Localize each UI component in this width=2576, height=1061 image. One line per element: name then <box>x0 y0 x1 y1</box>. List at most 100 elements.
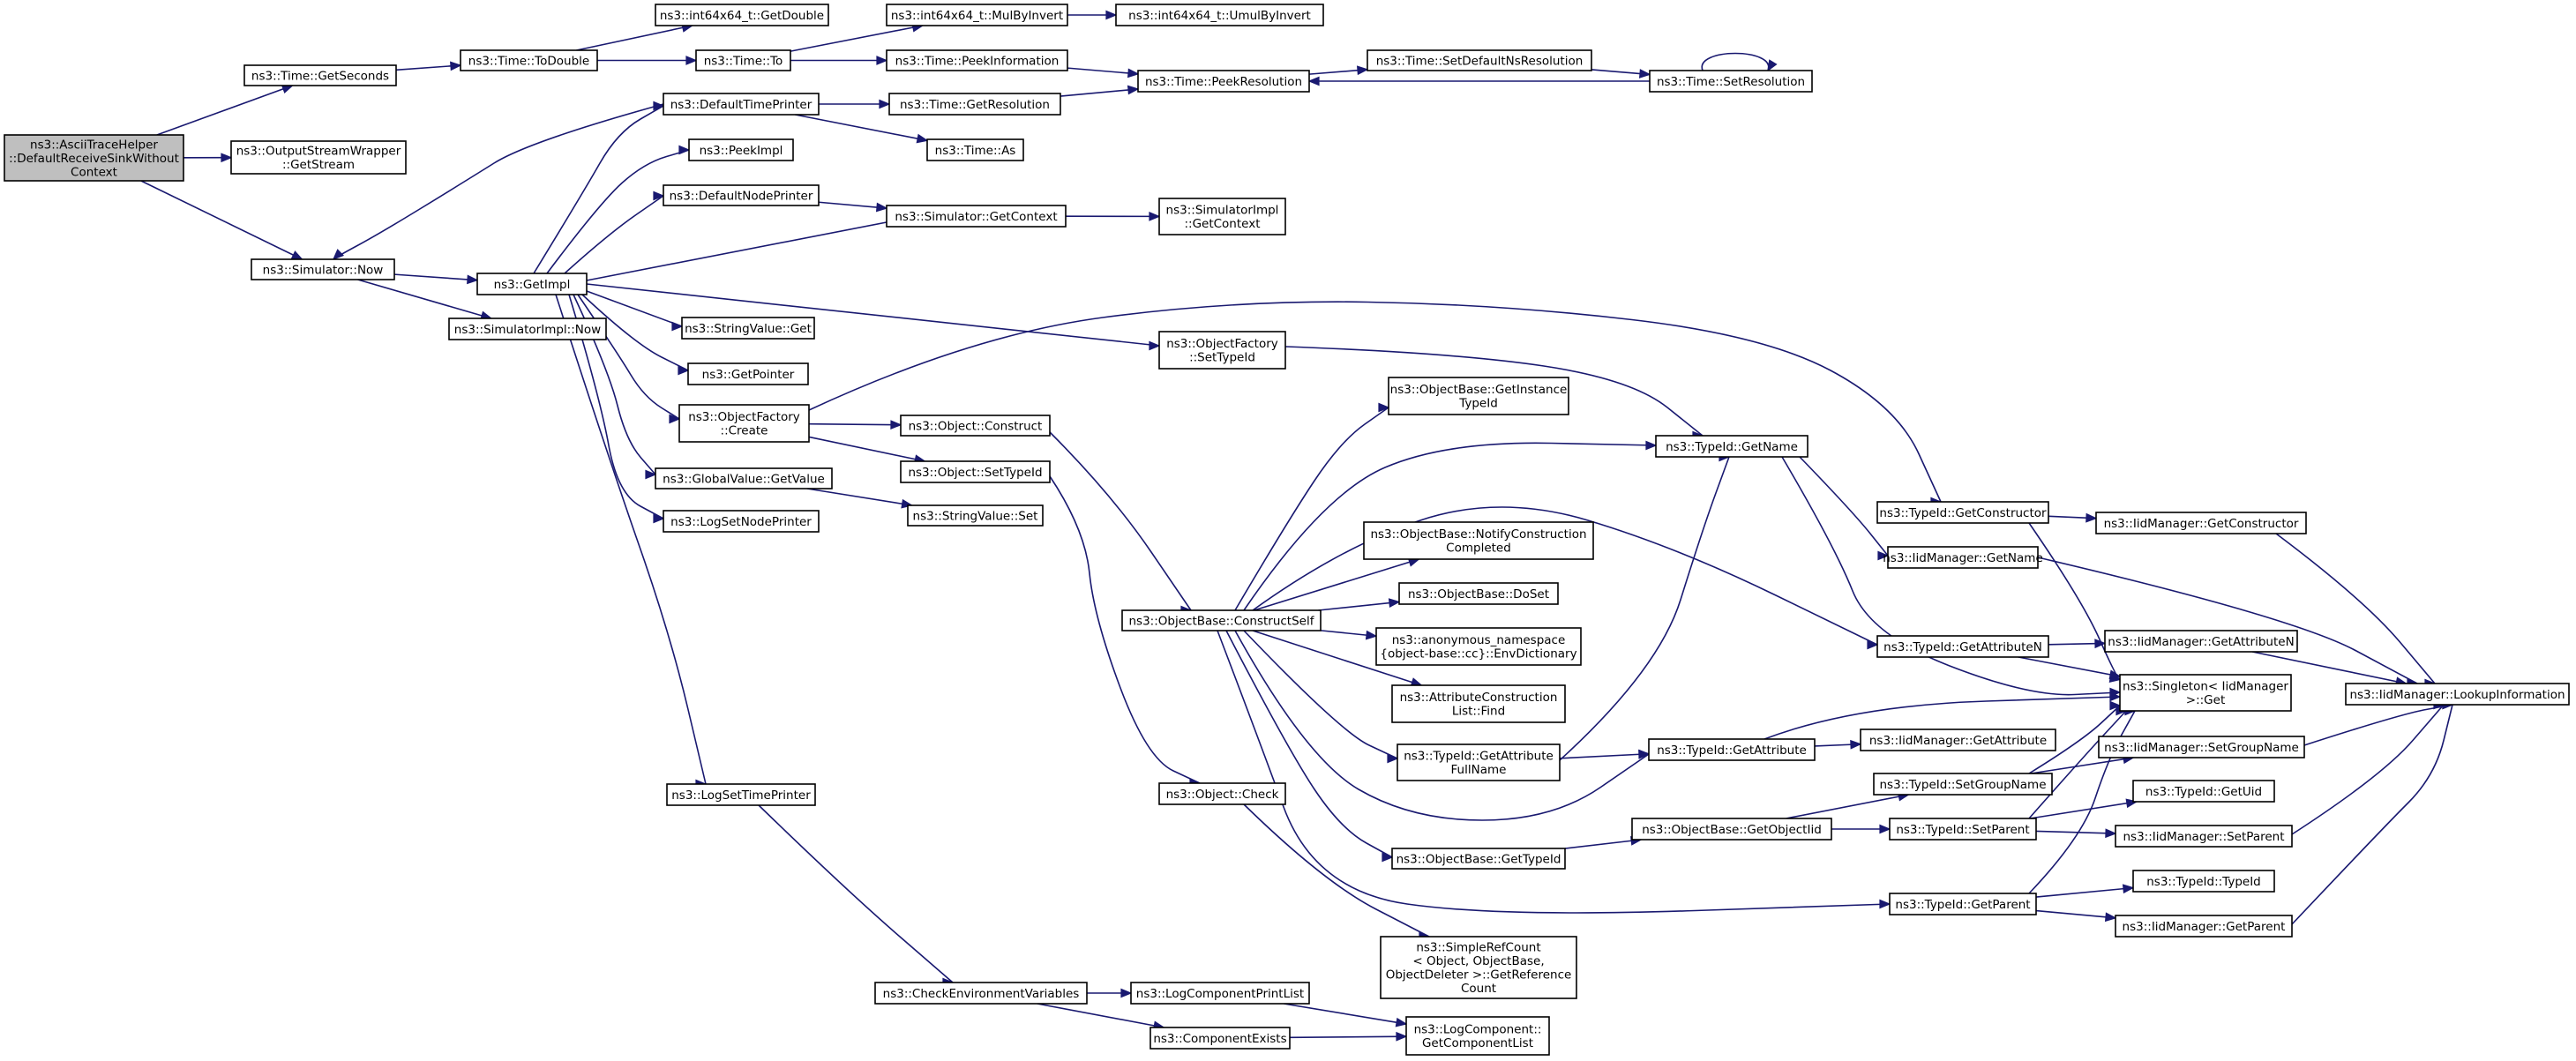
node-peekres[interactable]: ns3::Time::PeekResolution <box>1137 70 1310 93</box>
node-box <box>460 49 598 71</box>
edge-setres-to-setres-arrowhead <box>1767 59 1778 72</box>
node-obdoset[interactable]: ns3::ObjectBase::DoSet <box>1398 582 1559 605</box>
node-box <box>2115 825 2293 848</box>
node-iidgetattr[interactable]: ns3::IidManager::GetAttribute <box>1860 729 2056 751</box>
node-ofsettypeid[interactable]: ns3::ObjectFactory::SetTypeId <box>1158 331 1286 370</box>
node-tidgetattr[interactable]: ns3::TypeId::GetAttribute <box>1648 738 1816 761</box>
node-umulbyinvert[interactable]: ns3::int64x64_t::UmulByInvert <box>1115 4 1324 26</box>
node-box <box>907 504 1044 527</box>
node-tidsetgroupname[interactable]: ns3::TypeId::SetGroupName <box>1873 773 2053 796</box>
node-gvgetvalue[interactable]: ns3::GlobalValue::GetValue <box>655 467 833 489</box>
node-outstream[interactable]: ns3::OutputStreamWrapper::GetStream <box>230 140 407 175</box>
node-box <box>655 467 833 489</box>
node-peekinfo[interactable]: ns3::Time::PeekInformation <box>886 49 1068 71</box>
node-logsetnodeprinter[interactable]: ns3::LogSetNodePrinter <box>663 510 820 533</box>
edge-tidgetname-to-iidgetname-line <box>1799 456 1889 557</box>
node-tidgetname[interactable]: ns3::TypeId::GetName <box>1655 435 1808 458</box>
node-tidgetuid[interactable]: ns3::TypeId::GetUid <box>2132 780 2275 803</box>
node-root[interactable]: ns3::AsciiTraceHelper::DefaultReceiveSin… <box>4 134 184 182</box>
node-strvalset[interactable]: ns3::StringValue::Set <box>907 504 1044 527</box>
node-tidgetparent[interactable]: ns3::TypeId::GetParent <box>1889 893 2037 915</box>
node-defnodeprinter[interactable]: ns3::DefaultNodePrinter <box>663 184 820 206</box>
node-checkenv[interactable]: ns3::CheckEnvironmentVariables <box>874 982 1088 1005</box>
node-label-line: ns3::Time::To <box>704 54 783 68</box>
edge-checkenv-to-logcompprintlist <box>1087 988 1133 998</box>
node-label-line: ns3::Simulator::Now <box>263 263 384 277</box>
node-label-line: ns3::StringValue::Set <box>913 509 1038 523</box>
node-objconstruct[interactable]: ns3::Object::Construct <box>900 415 1051 437</box>
node-simnow[interactable]: ns3::Simulator::Now <box>251 258 395 280</box>
node-box <box>2119 674 2292 712</box>
node-getres[interactable]: ns3::Time::GetResolution <box>888 93 1061 116</box>
edge-getimpl-to-strvalget <box>586 290 684 332</box>
node-label-line: ns3::ComponentExists <box>1153 1032 1286 1046</box>
node-obgetobjectiid[interactable]: ns3::ObjectBase::GetObjectIid <box>1631 818 1832 841</box>
node-logcompgetlist[interactable]: ns3::LogComponent::GetComponentList <box>1405 1016 1550 1056</box>
node-label-line: FullName <box>1451 763 1507 777</box>
node-label-line: ::GetStream <box>282 158 355 172</box>
node-mulbyinvert[interactable]: ns3::int64x64_t::MulByInvert <box>886 4 1068 26</box>
node-getseconds[interactable]: ns3::Time::GetSeconds <box>243 64 397 86</box>
node-deftimeprinter[interactable]: ns3::DefaultTimePrinter <box>663 93 820 116</box>
edge-iidgetparent-to-iidlookup <box>2291 699 2454 925</box>
node-peekimpl[interactable]: ns3::PeekImpl <box>688 138 794 161</box>
node-tidsetparent[interactable]: ns3::TypeId::SetParent <box>1889 818 2037 841</box>
edge-peekres-to-setdefnsres-arrowhead <box>1357 65 1369 76</box>
node-singletonget[interactable]: ns3::Singleton< IidManager>::Get <box>2119 674 2292 712</box>
node-box <box>886 49 1068 71</box>
node-envdict[interactable]: ns3::anonymous_namespace{object-base::cc… <box>1375 627 1582 666</box>
node-setdefnsres[interactable]: ns3::Time::SetDefaultNsResolution <box>1367 49 1592 71</box>
edge-tidgetconstructor-to-singletonget <box>2028 522 2122 684</box>
node-compexists[interactable]: ns3::ComponentExists <box>1149 1027 1291 1050</box>
node-label-line: ns3::Time::PeekInformation <box>895 54 1060 68</box>
node-iidsetparent[interactable]: ns3::IidManager::SetParent <box>2115 825 2293 848</box>
node-timeas[interactable]: ns3::Time::As <box>926 138 1024 161</box>
node-simimplnow[interactable]: ns3::SimulatorImpl::Now <box>448 318 607 340</box>
node-iidgetconstructor[interactable]: ns3::IidManager::GetConstructor <box>2095 512 2307 534</box>
edge-tidgetattrn-to-singletonget-arrowhead <box>2108 669 2122 680</box>
node-tidgetconstructor[interactable]: ns3::TypeId::GetConstructor <box>1876 501 2049 524</box>
edge-obconstructself-to-tidgetparent <box>1217 630 1891 914</box>
node-getimpl[interactable]: ns3::GetImpl <box>476 273 588 295</box>
node-getpointer[interactable]: ns3::GetPointer <box>687 362 809 385</box>
node-objsettypeid[interactable]: ns3::Object::SetTypeId <box>900 460 1051 483</box>
node-label-line: ns3::IidManager::GetName <box>1883 551 2043 565</box>
edge-getimpl-to-gvgetvalue-arrowhead <box>645 469 657 480</box>
node-iidgetname[interactable]: ns3::IidManager::GetName <box>1883 546 2043 569</box>
node-strvalget[interactable]: ns3::StringValue::Get <box>681 317 815 340</box>
node-simplerefcount[interactable]: ns3::SimpleRefCount< Object, ObjectBase,… <box>1380 936 1577 999</box>
node-iidlookup[interactable]: ns3::IidManager::LookupInformation <box>2345 683 2570 706</box>
node-logcompprintlist[interactable]: ns3::LogComponentPrintList <box>1130 982 1310 1005</box>
node-objcheck[interactable]: ns3::Object::Check <box>1158 782 1286 805</box>
node-tidgetattrn[interactable]: ns3::TypeId::GetAttributeN <box>1876 635 2049 658</box>
node-label-line: ns3::OutputStreamWrapper <box>236 145 401 159</box>
node-getdouble[interactable]: ns3::int64x64_t::GetDouble <box>655 4 829 26</box>
edge-obgetobjectiid-to-tidsetparent-arrowhead <box>1879 824 1891 834</box>
edge-checkenv-to-compexists <box>1037 1003 1165 1031</box>
node-obconstructself[interactable]: ns3::ObjectBase::ConstructSelf <box>1121 609 1322 631</box>
node-timeto[interactable]: ns3::Time::To <box>695 49 791 71</box>
node-obnotify[interactable]: ns3::ObjectBase::NotifyConstructionCompl… <box>1363 521 1594 560</box>
node-iidgetattrn[interactable]: ns3::IidManager::GetAttributeN <box>2104 630 2298 653</box>
edge-getimpl-to-deftimeprinter <box>533 101 665 274</box>
node-setres[interactable]: ns3::Time::SetResolution <box>1649 70 1813 93</box>
node-iidgetparent[interactable]: ns3::IidManager::GetParent <box>2115 915 2293 938</box>
node-label-line: TypeId <box>1458 397 1498 411</box>
edge-tidgetattr-to-iidgetattr <box>1814 739 1862 750</box>
edge-objsettypeid-to-objcheck-line <box>1049 475 1201 784</box>
node-tidtypeid[interactable]: ns3::TypeId::TypeId <box>2132 870 2275 893</box>
edge-checkenv-to-logcompprintlist-arrowhead <box>1120 988 1133 998</box>
edge-getres-to-peekres <box>1060 85 1140 97</box>
node-iidsetgroupname[interactable]: ns3::IidManager::SetGroupName <box>2098 736 2305 758</box>
node-ofcreate[interactable]: ns3::ObjectFactory::Create <box>678 404 810 443</box>
node-getcontext[interactable]: ns3::Simulator::GetContext <box>886 205 1067 228</box>
node-obgettypeid[interactable]: ns3::ObjectBase::GetTypeId <box>1391 848 1566 870</box>
node-box <box>2132 780 2275 803</box>
node-box <box>243 64 397 86</box>
node-simimplgetcontext[interactable]: ns3::SimulatorImpl::GetContext <box>1158 198 1286 235</box>
node-logsettimeprinter[interactable]: ns3::LogSetTimePrinter <box>666 783 816 806</box>
node-todouble[interactable]: ns3::Time::ToDouble <box>460 49 598 71</box>
